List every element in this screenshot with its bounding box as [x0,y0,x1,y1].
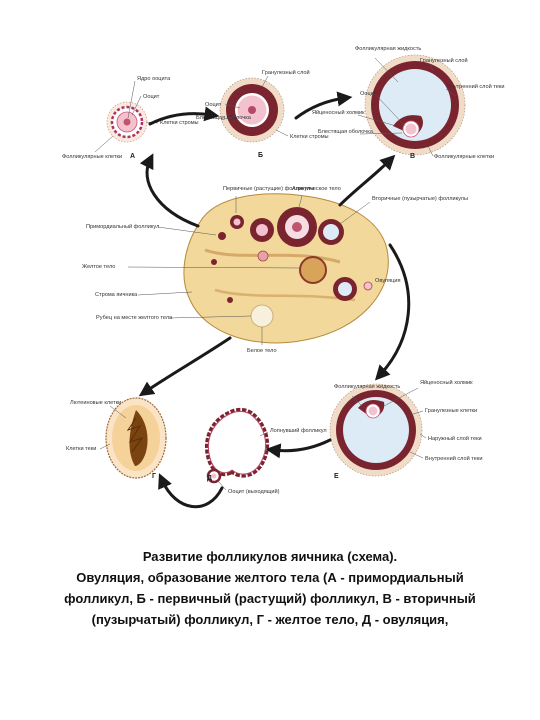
label-e-follicular: Фолликулярная жидкость [334,384,400,390]
arrow-ovary-to-g [138,336,232,397]
label-v-granular: Гранулезный слой [420,57,468,64]
label-e-inner: Внутренний слой теки [425,455,482,462]
label-b-granulosa: Гранулезный слой [262,69,310,76]
label-v-pellucida: Блестящая оболочка [318,129,374,135]
label-e-letter: Е [334,473,339,480]
label-d-oocyte: Ооцит (выходящий) [228,488,280,495]
ovary-cross-section [183,193,389,344]
panel-e-mature-follicle [329,383,423,477]
arrow-a-to-b [148,106,220,126]
label-v-follicular: Фолликулярные клетки [434,154,494,160]
label-c-secondary: Вторичные (пузырчатые) фолликулы [372,196,468,202]
label-v-letter: В [410,153,415,160]
ovary-follicle-diagram: Ядро ооцита Ооцит Клетки стромы Фолликул… [62,46,504,508]
label-c-ovulation: Овуляция [375,278,401,284]
label-a-oocyte: Ооцит [143,94,160,100]
label-c-primordial: Примордиальный фолликул [86,223,159,230]
label-b-stroma: Клетки стромы [290,134,329,140]
label-b-oocyte: Ооцит [205,102,222,108]
label-e-granulosa: Гранулезные клетки [425,408,477,414]
caption-line-2: Овуляция, образование желтого тела (А - … [76,570,464,585]
label-a-oocyte-nucleus: Ядро ооцита [137,76,171,82]
label-v-theca: Внутренний слой теки [447,83,504,90]
label-c-atretic: Атретическое тело [292,186,341,192]
panel-d-ruptured-follicle [205,407,269,484]
label-c-scar: Рубец на месте желтого тела [96,315,173,321]
panel-b-primary-follicle [219,77,285,143]
arrow-b-to-v [294,91,353,120]
label-g-theca: Клетки теки [66,446,96,452]
label-a-letter: А [130,153,135,160]
label-g-letter: Г [152,473,156,480]
panel-g-corpus-luteum [105,397,167,479]
label-c-yellow: Желтое тело [82,264,115,270]
label-e-mound: Яйценосный холмик [420,379,473,386]
label-v-oocyte: Ооцит [360,91,377,97]
label-g-lutein: Лютеиновые клетки [70,400,121,406]
label-a-cells: Клетки стромы [160,120,199,126]
caption-line-1: Развитие фолликулов яичника (схема). [142,549,398,564]
label-v-mound: Яйценосный холмик [312,109,365,116]
label-e-outer: Наружный слой теки [428,435,482,442]
label-c-primary: Первичные (растущие) фолликулы [223,186,314,192]
arrow-ovary-to-v [338,154,396,207]
panel-a-primordial-follicle [106,101,148,143]
caption-line-4: (пузырчатый) фолликул, Г - желтое тело, … [91,612,449,627]
label-d-letter: Д [207,475,212,482]
label-b-letter: Б [258,152,263,159]
label-v-fluid: Фолликулярная жидкость [355,46,421,52]
arrow-e-to-d [265,438,332,459]
arrow-ovary-to-a [139,153,200,228]
caption-line-3: фолликул, Б - первичный (растущий) фолли… [64,591,476,606]
label-b-pellucida: Блестящая оболочка [196,115,252,121]
panel-v-secondary-follicle [364,54,466,156]
label-c-white: Белое тело [247,348,277,354]
arrow-d-to-g [158,473,224,508]
label-d-ruptured: Лопнувший фолликул [270,427,327,434]
label-a-follicular: Фолликулярные клетки [62,154,122,160]
figure-caption: Развитие фолликулов яичника (схема). Ову… [40,546,500,630]
label-c-stroma: Строма яичника [95,292,138,298]
arrow-v-to-e [374,243,411,381]
